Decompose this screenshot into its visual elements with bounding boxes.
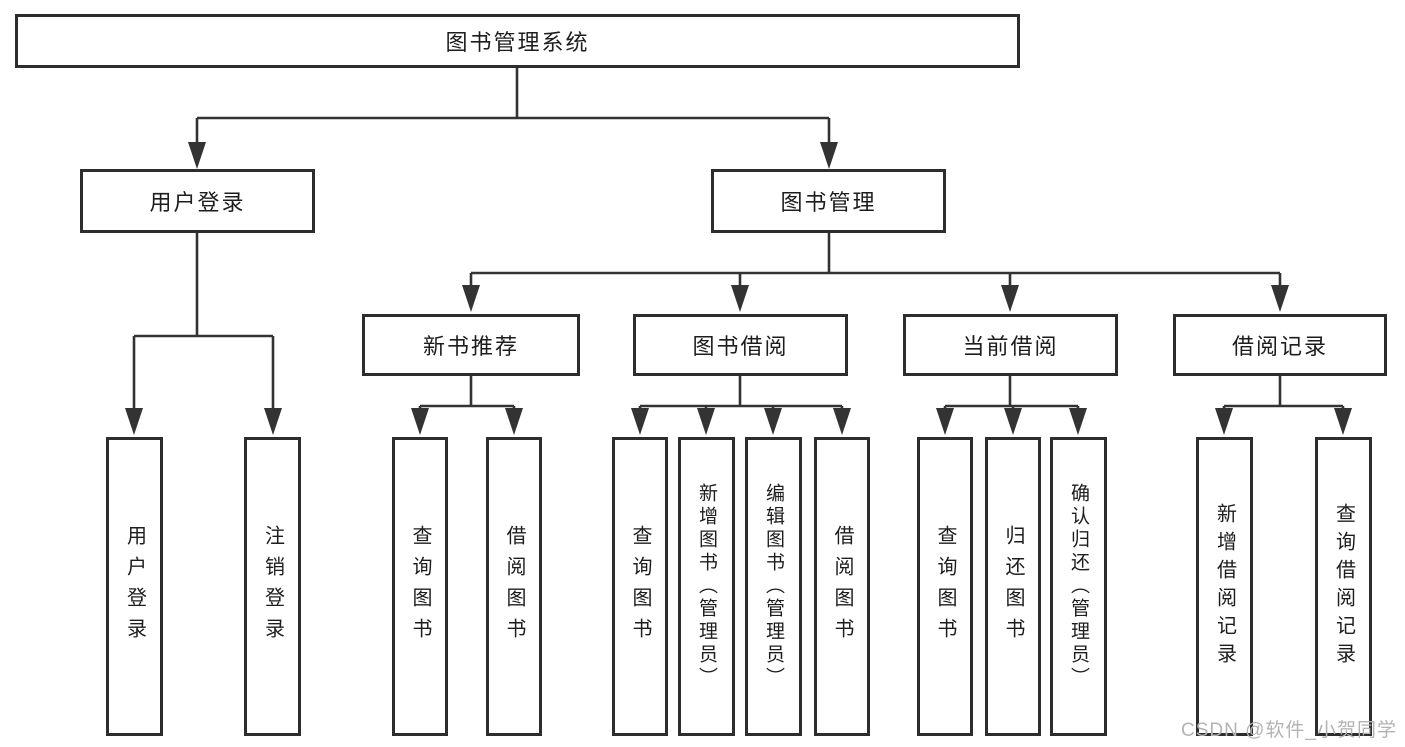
node-label: 图书管理: [780, 190, 877, 215]
arrow-icon: [1001, 285, 1019, 312]
leaf-edit-book-admin: 编辑图书（管理员）: [745, 437, 802, 736]
arrow-icon: [697, 408, 715, 435]
leaf-label: 新增图书（管理员）: [696, 483, 717, 690]
node-root: 图书管理系统: [15, 14, 1020, 68]
connector-bookmgmt-to-level3: [469, 233, 1282, 287]
leaf-query-book-1: 查询图书: [392, 437, 448, 736]
node-label: 新书推荐: [422, 334, 519, 359]
watermark: CSDN @软件_小贺同学: [1181, 720, 1397, 741]
node-current-borrow: 当前借阅: [903, 314, 1118, 376]
node-book-borrow: 图书借阅: [633, 314, 848, 376]
leaf-query-borrow-record: 查询借阅记录: [1315, 437, 1372, 736]
arrow-icon: [820, 142, 838, 169]
connector-currentborrow-to-leaves: [943, 376, 1080, 410]
arrow-icon: [631, 408, 649, 435]
leaf-borrow-book-2: 借阅图书: [814, 437, 870, 736]
arrow-icon: [1215, 408, 1233, 435]
leaf-add-book-admin: 新增图书（管理员）: [678, 437, 735, 736]
leaf-label: 确认归还（管理员）: [1068, 483, 1089, 690]
leaf-query-book-2: 查询图书: [612, 437, 668, 736]
node-label: 当前借阅: [962, 334, 1059, 359]
node-book-management: 图书管理: [711, 169, 946, 233]
node-label: 用户登录: [149, 190, 246, 215]
leaf-label: 查询图书: [409, 524, 431, 649]
arrow-icon: [264, 408, 282, 435]
node-new-book-recommend: 新书推荐: [362, 314, 580, 376]
arrow-icon: [833, 408, 851, 435]
leaf-confirm-return-admin: 确认归还（管理员）: [1050, 437, 1107, 736]
connector-userlogin-to-leaves: [132, 233, 275, 410]
leaf-label: 查询借阅记录: [1332, 502, 1355, 671]
node-label: 图书借阅: [692, 334, 789, 359]
arrow-icon: [188, 142, 206, 169]
leaf-query-book-3: 查询图书: [917, 437, 973, 736]
leaf-logout: 注销登录: [244, 437, 301, 736]
arrow-icon: [1069, 408, 1087, 435]
arrow-icon: [125, 408, 143, 435]
leaf-user-login: 用户登录: [106, 437, 163, 736]
arrow-icon: [1334, 408, 1352, 435]
connector-newbook-to-leaves: [418, 376, 516, 410]
arrow-icon: [764, 408, 782, 435]
node-borrow-records: 借阅记录: [1173, 314, 1387, 376]
node-label: 借阅记录: [1231, 334, 1328, 359]
node-root-label: 图书管理系统: [445, 30, 590, 55]
connector-borrowrecord-to-leaves: [1222, 376, 1345, 410]
arrow-icon: [505, 408, 523, 435]
arrow-icon: [1271, 285, 1289, 312]
leaf-borrow-book-1: 借阅图书: [486, 437, 542, 736]
arrow-icon: [731, 285, 749, 312]
leaf-label: 借阅图书: [503, 524, 525, 649]
connector-root-to-level2: [195, 68, 831, 144]
arrowheads: [125, 142, 1352, 435]
leaf-label: 新增借阅记录: [1213, 502, 1236, 671]
leaf-label: 注销登录: [261, 524, 284, 649]
leaf-label: 归还图书: [1002, 524, 1024, 649]
arrow-icon: [411, 408, 429, 435]
leaf-return-book: 归还图书: [985, 437, 1041, 736]
node-user-login: 用户登录: [80, 169, 315, 233]
arrow-icon: [1004, 408, 1022, 435]
leaf-label: 用户登录: [123, 524, 146, 649]
arrow-icon: [936, 408, 954, 435]
arrow-icon: [462, 285, 480, 312]
leaf-label: 查询图书: [934, 524, 956, 649]
connector-bookborrow-to-leaves: [638, 376, 844, 410]
leaf-label: 编辑图书（管理员）: [763, 483, 784, 690]
leaf-label: 查询图书: [629, 524, 651, 649]
leaf-add-borrow-record: 新增借阅记录: [1196, 437, 1253, 736]
leaf-label: 借阅图书: [831, 524, 853, 649]
